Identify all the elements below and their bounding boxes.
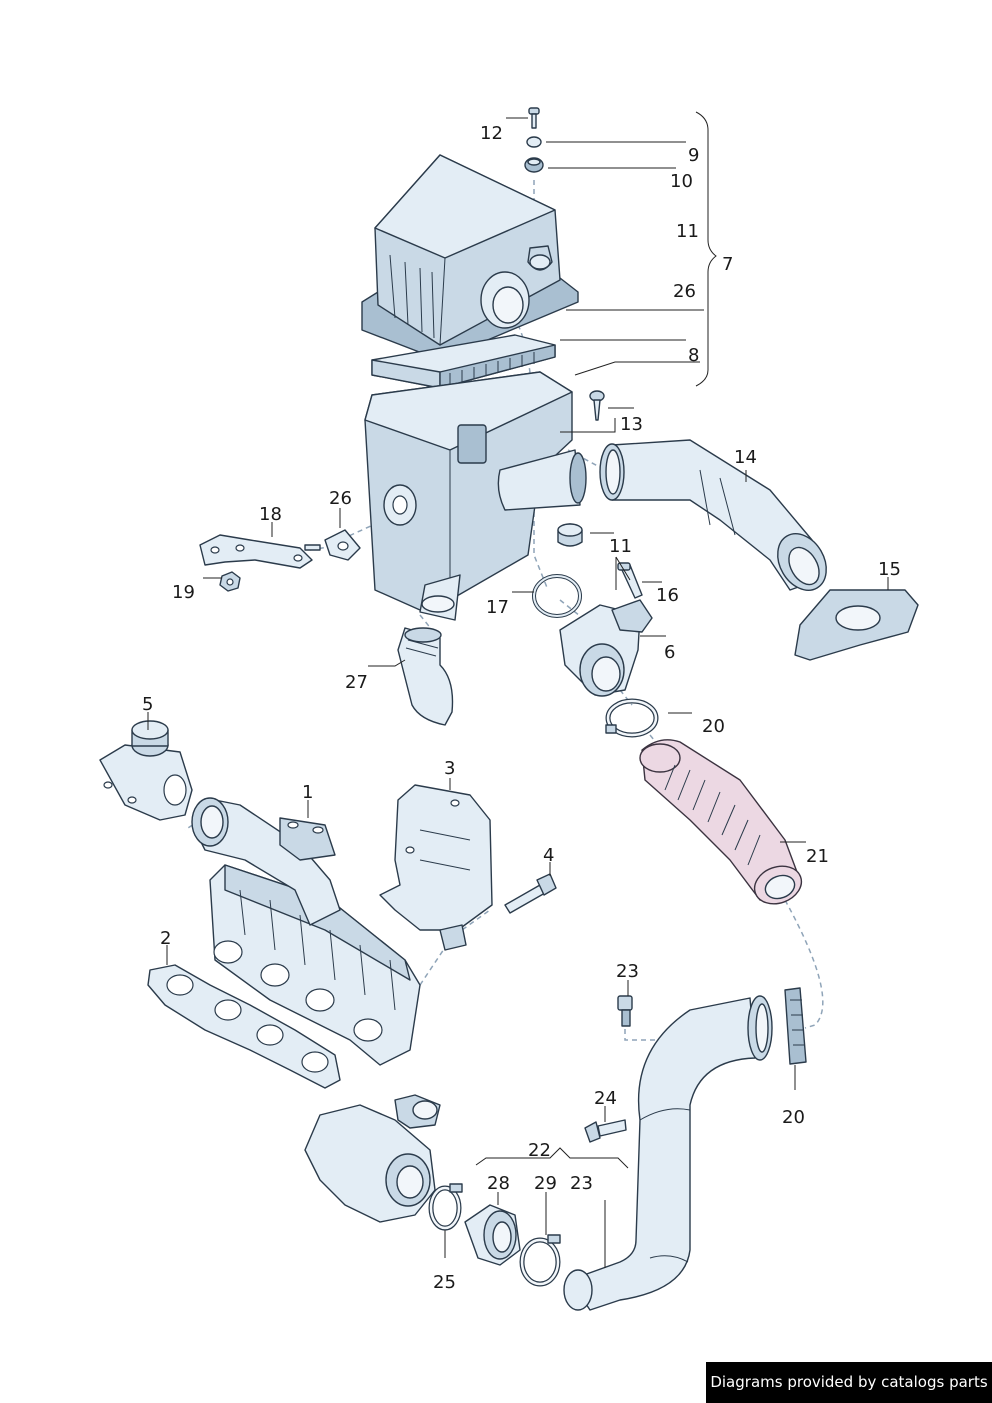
label-15: 15: [878, 559, 901, 580]
label-11-mid: 11: [609, 536, 632, 557]
label-26-top: 26: [673, 281, 696, 302]
label-1: 1: [302, 782, 313, 803]
filter-element-8: [371, 334, 556, 389]
sensor-23: [617, 995, 633, 1027]
egr-valve-5: [99, 720, 193, 821]
clamp-29: [519, 1234, 561, 1287]
label-6: 6: [664, 642, 675, 663]
screw-16: [617, 562, 643, 599]
grommet-10: [524, 157, 544, 173]
label-23-bottom: 23: [570, 1173, 593, 1194]
air-filter-cover: [361, 154, 579, 361]
screw-13: [589, 390, 605, 421]
bolt-24: [584, 1119, 627, 1143]
label-27: 27: [345, 672, 368, 693]
cap-11: [557, 523, 583, 547]
intake-manifold-1: [191, 797, 421, 1066]
label-20-lower: 20: [782, 1107, 805, 1128]
label-14: 14: [734, 447, 757, 468]
label-29: 29: [534, 1173, 557, 1194]
label-2: 2: [160, 928, 171, 949]
bracket-18: [199, 534, 321, 569]
sleeve-28: [464, 1204, 521, 1266]
credit-banner: Diagrams provided by catalogs parts: [706, 1362, 992, 1403]
label-12: 12: [480, 123, 503, 144]
label-16: 16: [656, 585, 679, 606]
label-7: 7: [722, 254, 733, 275]
label-11-top: 11: [676, 221, 699, 242]
air-mass-meter-6: [559, 599, 653, 697]
label-28: 28: [487, 1173, 510, 1194]
clamp-25: [428, 1183, 463, 1231]
bolt-4: [504, 873, 557, 914]
intake-elbow-27: [397, 627, 454, 726]
leader-lines: [147, 111, 889, 1268]
label-13: 13: [620, 414, 643, 435]
label-17: 17: [486, 597, 509, 618]
air-filter-housing-body: [364, 371, 587, 621]
clamp-20-upper: [605, 698, 659, 738]
label-18: 18: [259, 504, 282, 525]
turbocharger: [304, 1094, 441, 1223]
heat-shield-3: [379, 784, 493, 951]
washer-9: [526, 136, 542, 148]
clip-26a: [324, 529, 361, 561]
label-22: 22: [528, 1140, 551, 1161]
label-21: 21: [806, 846, 829, 867]
flange-15: [794, 589, 919, 661]
part-number-labels: 12 9 10 11 7 26 8 13 14 26 18 11 15 19 1…: [142, 123, 901, 1293]
label-23-top: 23: [616, 961, 639, 982]
clamp-20-lower: [784, 987, 807, 1065]
label-26-mid: 26: [329, 488, 352, 509]
gasket-2: [147, 964, 341, 1089]
label-9: 9: [688, 145, 699, 166]
screw-12: [528, 107, 540, 129]
label-5: 5: [142, 694, 153, 715]
intake-hose-14: [599, 439, 827, 591]
label-25: 25: [433, 1272, 456, 1293]
label-3: 3: [444, 758, 455, 779]
corrugated-hose-21: [639, 739, 803, 905]
label-10: 10: [670, 171, 693, 192]
label-20-upper: 20: [702, 716, 725, 737]
o-ring-17: [532, 574, 582, 618]
intake-pipe: [563, 995, 773, 1311]
label-24: 24: [594, 1088, 617, 1109]
label-4: 4: [543, 845, 554, 866]
label-8: 8: [688, 345, 699, 366]
label-19: 19: [172, 582, 195, 603]
nut-19: [219, 571, 241, 592]
